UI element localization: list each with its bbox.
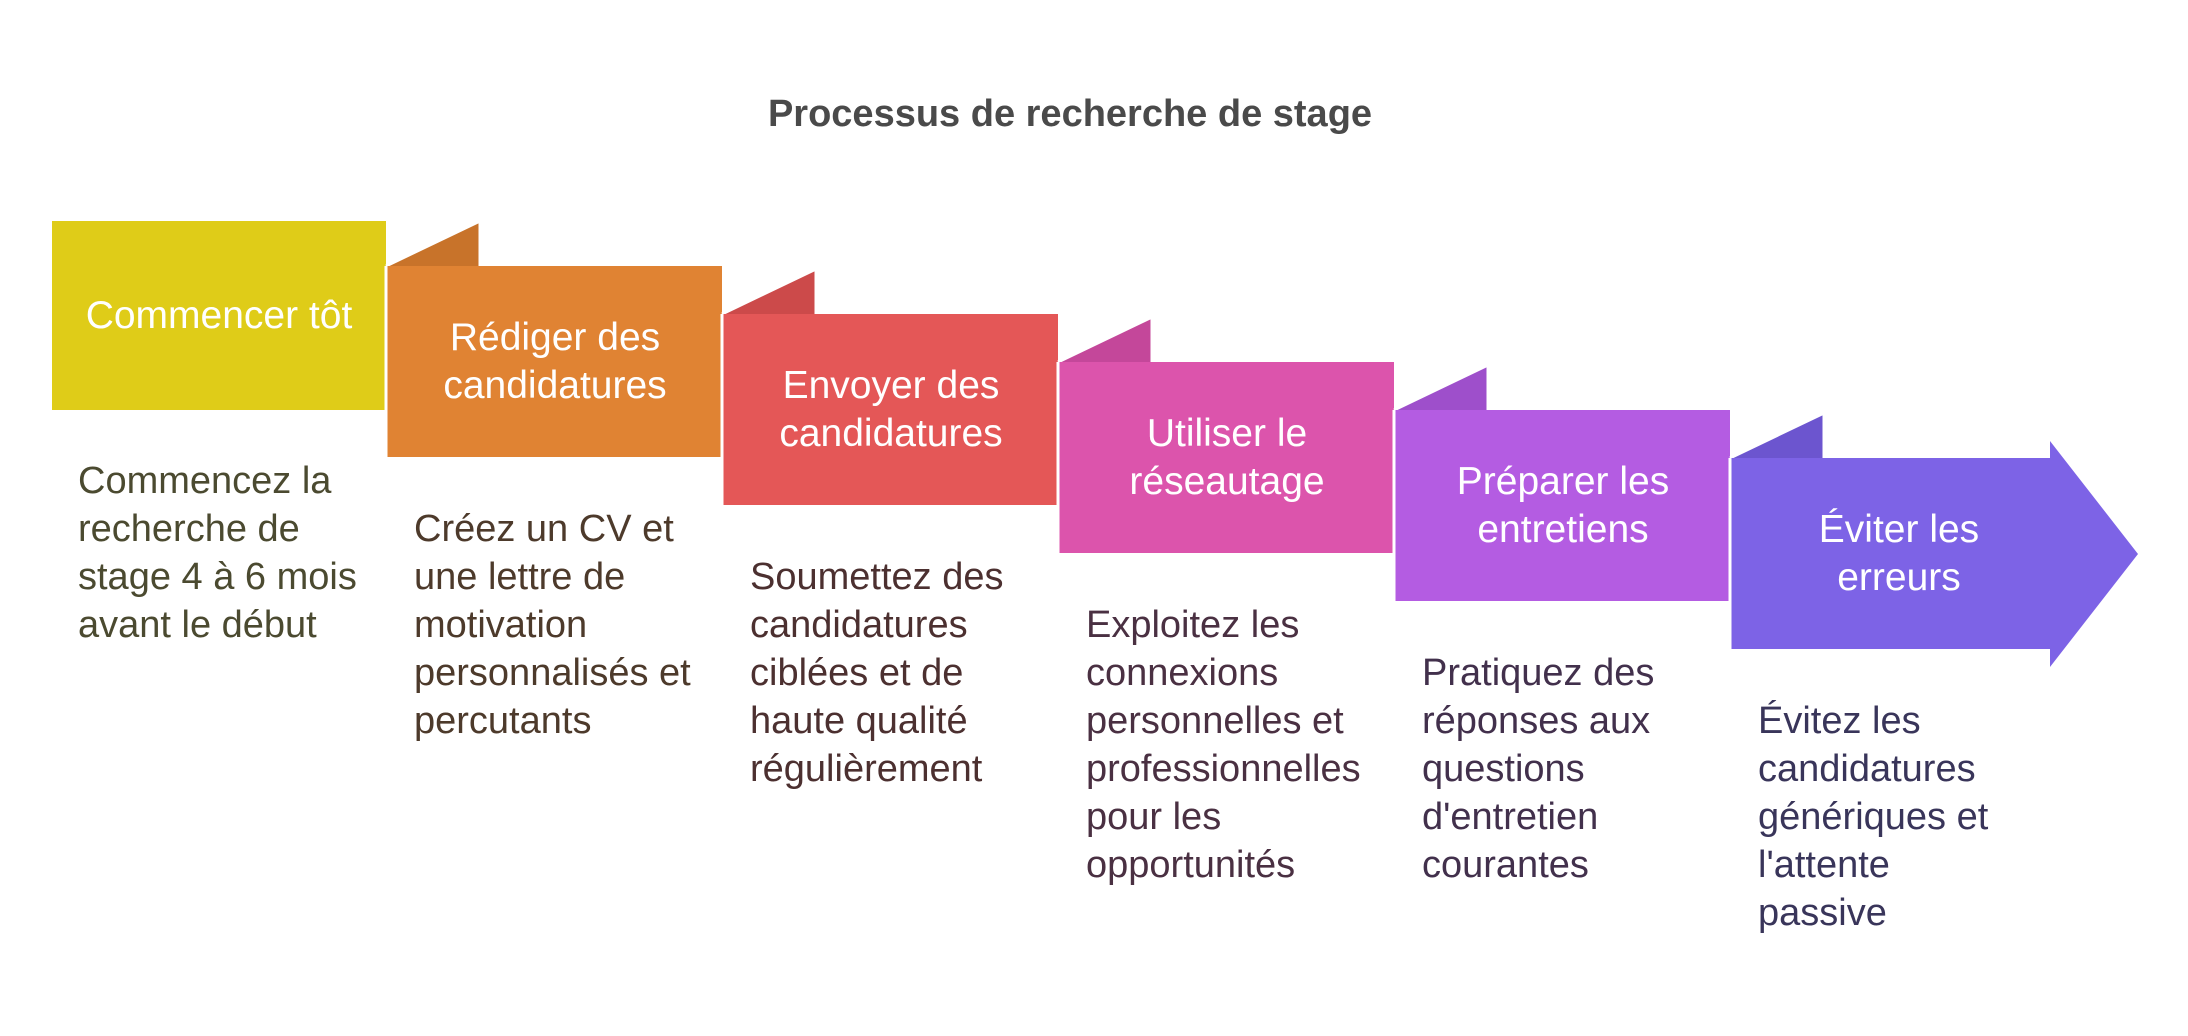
step-1-shape [52,221,386,410]
step-2-description: Créez un CV et une lettre de motivation … [414,508,691,742]
step-4-label: Utiliser le réseautage [1129,411,1325,503]
step-2-label: Rédiger des candidatures [443,315,667,407]
diagram-title: Processus de recherche de stage [767,93,1373,135]
step-6-arrow-shape [1730,441,2138,667]
step-6-description: Évitez les candidatures génériques et l'… [1758,700,1989,934]
step-2-shape [386,266,722,457]
step-5-label: Préparer les entretiens [1456,459,1670,551]
step-3-label: Envoyer des candidatures [779,363,1003,455]
step-1-label: Commencer tôt [85,293,353,337]
step-1-description: Commencez la recherche de stage 4 à 6 mo… [78,460,357,646]
step-6-label: Éviter les erreurs [1818,507,1980,599]
step-3-shape [722,314,1058,505]
step-3-description: Soumettez des candidatures ciblées et de… [750,556,1004,790]
step-4-shape [1058,362,1394,553]
step-5-description: Pratiquez des réponses aux questions d'e… [1422,652,1655,886]
step-4-description: Exploitez les connexions personnelles et… [1086,604,1361,886]
step-5-shape [1394,410,1730,601]
